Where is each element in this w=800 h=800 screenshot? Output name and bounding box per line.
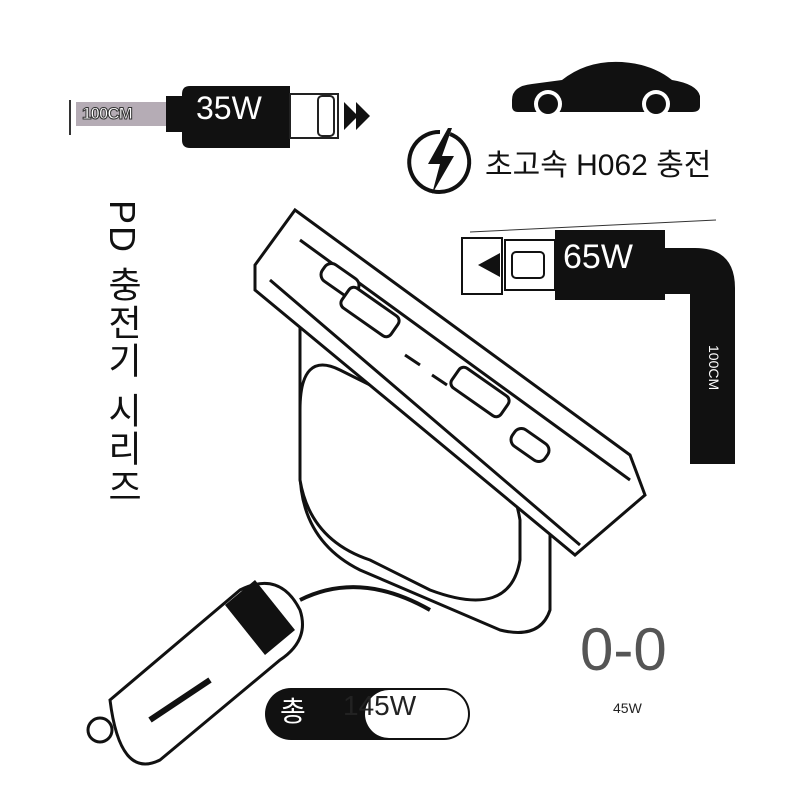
total-prefix: 총 bbox=[280, 696, 306, 727]
port-power: 45W bbox=[613, 700, 642, 716]
headline: 초고속 H062 충전 bbox=[485, 149, 712, 182]
usb-c-cable-power: 65W bbox=[563, 238, 633, 276]
lightning-connector-icon bbox=[317, 95, 335, 137]
usb-c-cable-length: 100CM bbox=[706, 345, 722, 391]
series-title: PD 충전기 시리즈 bbox=[102, 200, 143, 507]
lightning-cable bbox=[69, 86, 370, 148]
charger-device bbox=[253, 207, 647, 634]
total-power-badge bbox=[265, 688, 470, 740]
lightning-cable-power: 35W bbox=[196, 90, 262, 126]
usb-c-cable bbox=[461, 219, 735, 464]
car-icon bbox=[512, 61, 700, 118]
car-plug-icon bbox=[86, 580, 431, 766]
port-label: 0-0 bbox=[580, 616, 667, 683]
lightning-cable-length: 100CM bbox=[82, 104, 134, 124]
total-value: 145W bbox=[343, 690, 417, 721]
lightning-bolt-icon bbox=[407, 128, 472, 194]
usb-c-connector-icon bbox=[511, 251, 545, 279]
